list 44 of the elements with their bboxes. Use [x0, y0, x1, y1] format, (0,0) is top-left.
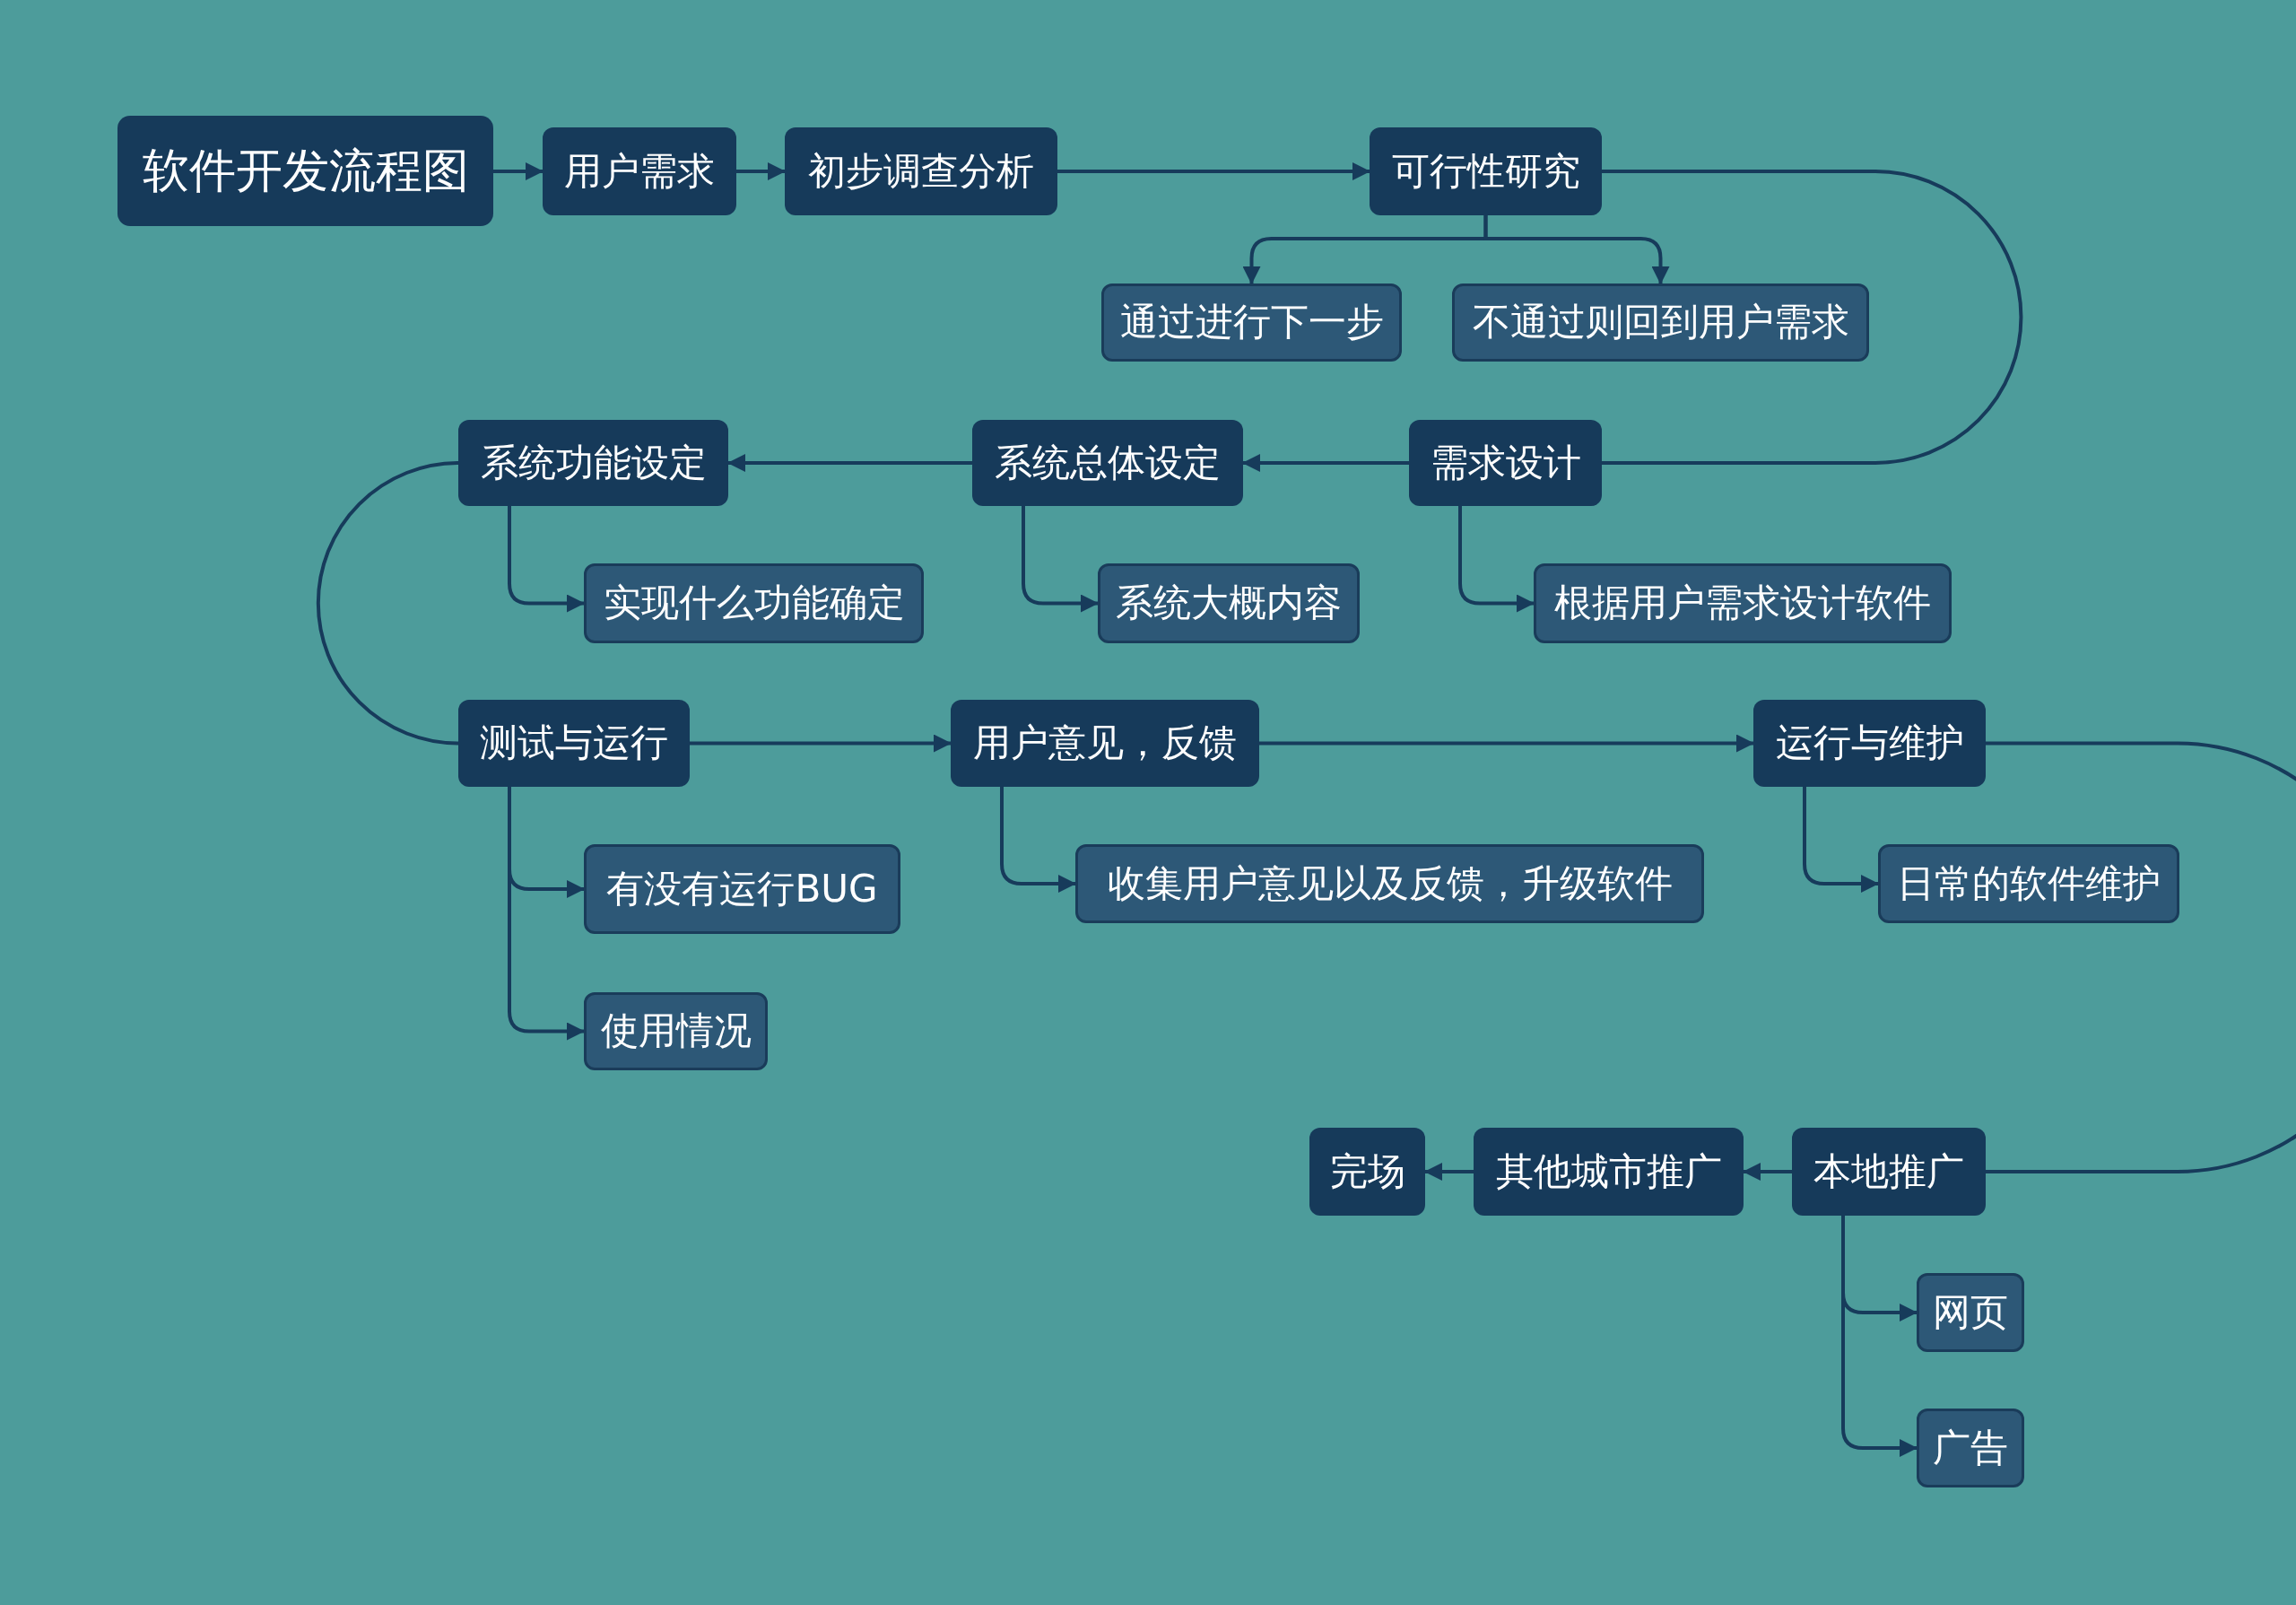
arrow: [1743, 1163, 1792, 1181]
process-box: 本地推广: [1792, 1128, 1986, 1216]
note-box: 实现什么功能确定: [584, 563, 924, 643]
arrow: [1483, 215, 1670, 284]
note-box: 通过进行下一步: [1101, 283, 1402, 362]
note-box: 有没有运行BUG: [584, 844, 900, 934]
process-box: 可行性研究: [1370, 127, 1602, 215]
arrow: [1424, 1163, 1474, 1181]
arrow: [1259, 734, 1754, 753]
process-box: 测试与运行: [458, 700, 690, 787]
arrow: [1022, 506, 1099, 613]
note-box: 收集用户意见以及反馈，升级软件: [1075, 844, 1704, 923]
arrow: [1000, 787, 1076, 893]
arrow: [727, 454, 972, 472]
process-box: 系统总体设定: [972, 420, 1243, 506]
note-box: 使用情况: [584, 992, 768, 1070]
note-box: 网页: [1917, 1273, 2024, 1352]
process-box: 其他城市推广: [1474, 1128, 1744, 1216]
arrow: [493, 162, 544, 180]
arrow: [690, 734, 952, 753]
process-box: 初步调查分析: [785, 127, 1057, 215]
note-box: 根据用户需求设计软件: [1534, 563, 1952, 643]
note-box: 不通过则回到用户需求: [1452, 283, 1869, 362]
note-box: 广告: [1917, 1409, 2024, 1487]
arrow: [1057, 162, 1370, 180]
process-box: 用户需求: [543, 127, 736, 215]
connector-line: [1602, 170, 2023, 465]
arrow: [508, 506, 585, 613]
connector-line: [317, 461, 459, 746]
process-box: 完场: [1309, 1128, 1425, 1216]
process-box: 需求设计: [1409, 420, 1602, 506]
process-box: 用户意见，反馈: [951, 700, 1259, 787]
note-box: 日常的软件维护: [1878, 844, 2179, 923]
arrow: [1803, 787, 1879, 893]
connector-line: [1986, 741, 2296, 1173]
process-box: 运行与维护: [1753, 700, 1986, 787]
arrow: [1458, 506, 1535, 613]
process-box: 系统功能设定: [458, 420, 728, 506]
title-box: 软件开发流程图: [117, 116, 493, 226]
note-box: 系统大概内容: [1098, 563, 1360, 643]
arrow: [1841, 1216, 1918, 1457]
arrow: [508, 787, 585, 1041]
arrow: [1242, 454, 1409, 472]
arrow: [736, 162, 786, 180]
